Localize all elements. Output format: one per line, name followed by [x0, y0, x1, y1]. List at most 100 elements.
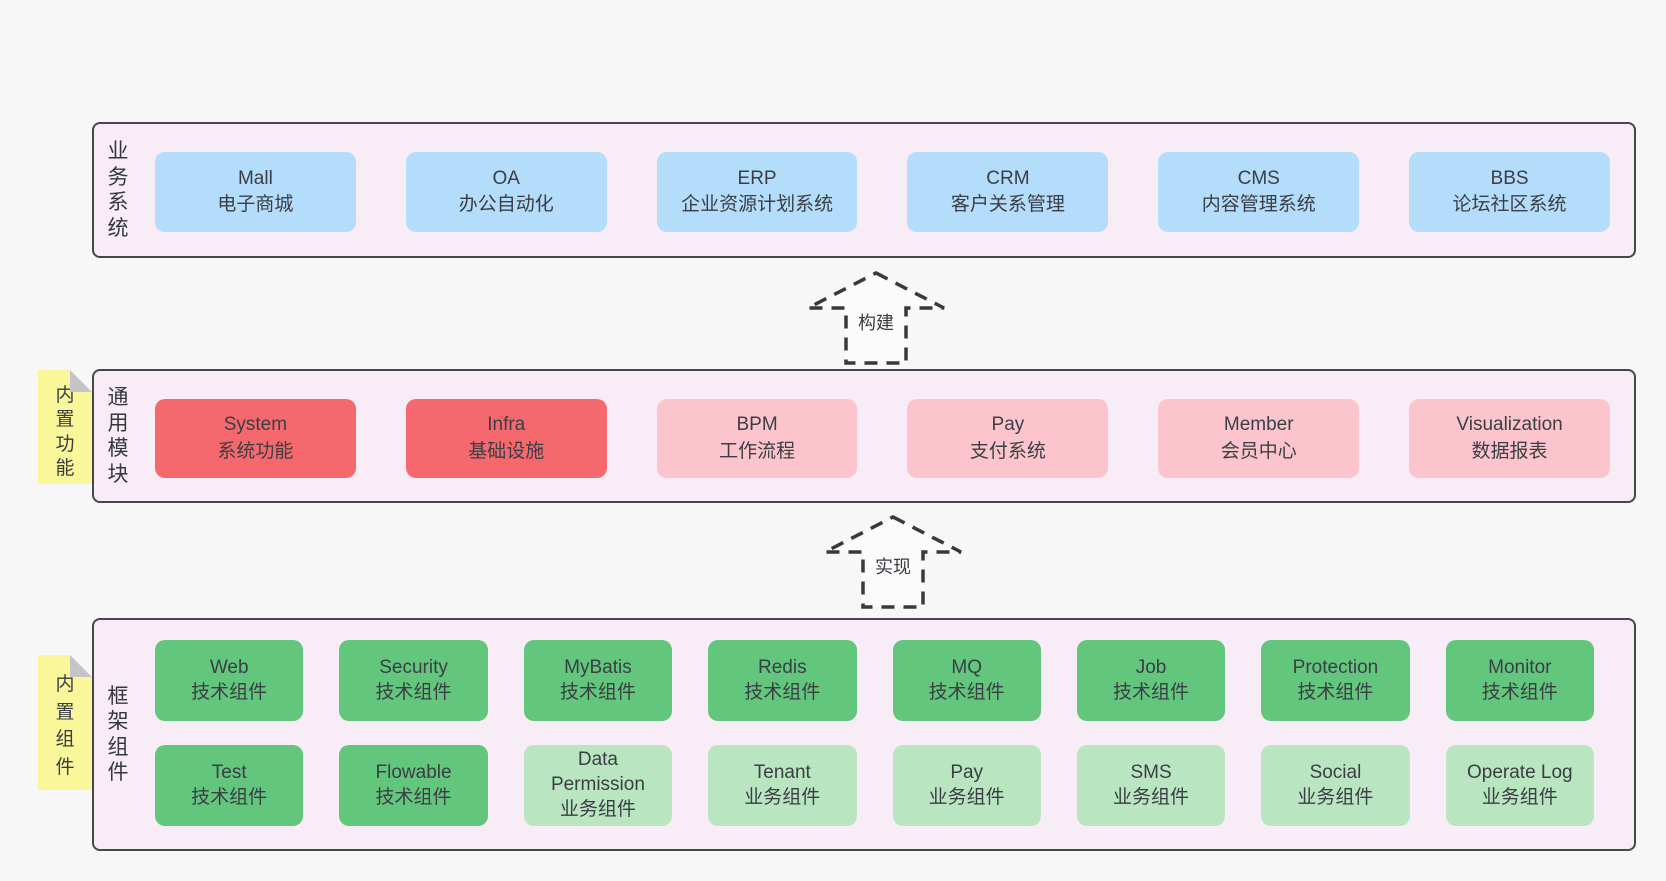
box-subtitle: 支付系统	[969, 440, 1046, 462]
box-title: CMS	[1237, 167, 1280, 189]
sticky-note-built-in-features: 内置功能	[38, 370, 92, 484]
box-security: Security 技术组件	[339, 640, 488, 721]
box-title: SMS	[1130, 761, 1172, 783]
box-mq: MQ 技术组件	[892, 640, 1041, 721]
box-title: Flowable	[375, 761, 452, 783]
box-subtitle: 基础设施	[468, 440, 545, 462]
box-title: Redis	[758, 656, 807, 678]
box-erp: ERP 企业资源计划系统	[656, 152, 858, 232]
box-subtitle: 业务组件	[928, 786, 1005, 808]
box-pay: Pay 业务组件	[892, 745, 1041, 826]
box-subtitle: 业务组件	[559, 798, 636, 820]
box-subtitle: 业务组件	[1297, 786, 1374, 808]
box-title: Social	[1309, 761, 1362, 783]
box-title: Protection	[1292, 656, 1379, 678]
layer-label: 通用模块	[107, 385, 129, 486]
box-visualization: Visualization 数据报表	[1409, 399, 1610, 478]
modules-box-row: System 系统功能 Infra 基础设施 BPM 工作流程 Pay 支付系统 Member 会…	[155, 399, 1610, 478]
box-member: Member 会员中心	[1158, 399, 1360, 478]
sticky-note-text: 内置功能	[55, 385, 75, 479]
box-title: ERP	[737, 167, 777, 189]
box-infra: Infra 基础设施	[405, 399, 607, 478]
box-title: Pay	[950, 761, 984, 783]
box-title: Pay	[991, 414, 1025, 436]
box-subtitle: 技术组件	[1481, 681, 1558, 703]
box-redis: Redis 技术组件	[708, 640, 857, 721]
layer-business-systems: 业务系统 Mall 电子商城 OA 办公自动化 ERP 企业资源计划系统 CRM 客户关系管理…	[92, 122, 1636, 258]
arrow-label: 实现	[872, 553, 914, 579]
box-subtitle: 技术组件	[375, 786, 452, 808]
box-subtitle: 数据报表	[1471, 440, 1548, 462]
box-subtitle: 客户关系管理	[950, 194, 1065, 215]
box-title: CRM	[986, 167, 1030, 189]
box-title: BBS	[1490, 167, 1529, 189]
sticky-note-built-in-components: 内置组件	[38, 655, 92, 790]
box-system: System 系统功能	[155, 399, 356, 478]
box-subtitle: 技术组件	[375, 681, 452, 703]
box-subtitle: 技术组件	[559, 681, 636, 703]
box-title: Monitor	[1488, 656, 1552, 678]
arrow-label: 构建	[855, 309, 897, 335]
box-subtitle: 业务组件	[1481, 786, 1558, 808]
layer-label: 业务系统	[107, 139, 129, 240]
box-sms: SMS 业务组件	[1076, 745, 1226, 826]
box-test: Test 技术组件	[155, 745, 304, 826]
box-subtitle: 企业资源计划系统	[681, 194, 834, 215]
layer-label: 框架组件	[107, 684, 129, 785]
box-job: Job 技术组件	[1076, 640, 1226, 721]
box-subtitle: 技术组件	[191, 786, 268, 808]
box-subtitle: 技术组件	[744, 681, 821, 703]
business-box-row: Mall 电子商城 OA 办公自动化 ERP 企业资源计划系统 CRM 客户关系管理 CMS 内容…	[155, 152, 1610, 232]
box-title: BPM	[736, 414, 778, 436]
box-title: OA	[492, 167, 520, 189]
box-subtitle: 技术组件	[928, 681, 1005, 703]
box-title: Test	[211, 761, 247, 783]
box-subtitle: 工作流程	[719, 440, 796, 462]
box-web: Web 技术组件	[155, 640, 304, 721]
box-title: System	[223, 414, 288, 436]
box-tenant: Tenant 业务组件	[708, 745, 857, 826]
box-title: Data Permission	[550, 749, 645, 796]
box-subtitle: 论坛社区系统	[1452, 194, 1567, 215]
box-subtitle: 业务组件	[1113, 786, 1190, 808]
box-mall: Mall 电子商城	[155, 152, 356, 232]
box-bbs: BBS 论坛社区系统	[1409, 152, 1610, 232]
sticky-note-text: 内置组件	[55, 674, 75, 778]
box-title: Infra	[487, 414, 526, 436]
box-bpm: BPM 工作流程	[656, 399, 858, 478]
box-protection: Protection 技术组件	[1261, 640, 1410, 721]
box-subtitle: 技术组件	[1113, 681, 1190, 703]
box-subtitle: 业务组件	[744, 786, 821, 808]
box-title: Security	[379, 656, 448, 678]
box-social: Social 业务组件	[1261, 745, 1410, 826]
box-operate-log: Operate Log 业务组件	[1445, 745, 1594, 826]
box-title: Operate Log	[1466, 761, 1573, 783]
box-subtitle: 会员中心	[1220, 440, 1297, 462]
box-title: MQ	[951, 656, 982, 678]
box-subtitle: 电子商城	[217, 194, 294, 215]
box-subtitle: 办公自动化	[458, 194, 554, 215]
box-title: MyBatis	[564, 656, 632, 678]
box-title: Tenant	[753, 761, 811, 783]
box-cms: CMS 内容管理系统	[1158, 152, 1360, 232]
box-subtitle: 内容管理系统	[1201, 194, 1316, 215]
box-title: Mall	[237, 167, 273, 189]
box-crm: CRM 客户关系管理	[907, 152, 1109, 232]
box-pay: Pay 支付系统	[907, 399, 1109, 478]
build-arrow: 构建	[805, 270, 947, 366]
box-title: Member	[1223, 414, 1294, 436]
box-title: Job	[1135, 656, 1167, 678]
box-title: Visualization	[1456, 414, 1563, 436]
box-subtitle: 系统功能	[217, 440, 294, 462]
box-subtitle: 技术组件	[191, 681, 268, 703]
box-title: Web	[209, 656, 249, 678]
box-oa: OA 办公自动化	[405, 152, 607, 232]
implement-arrow: 实现	[822, 514, 964, 610]
box-mybatis: MyBatis 技术组件	[523, 640, 673, 721]
box-subtitle: 技术组件	[1297, 681, 1374, 703]
